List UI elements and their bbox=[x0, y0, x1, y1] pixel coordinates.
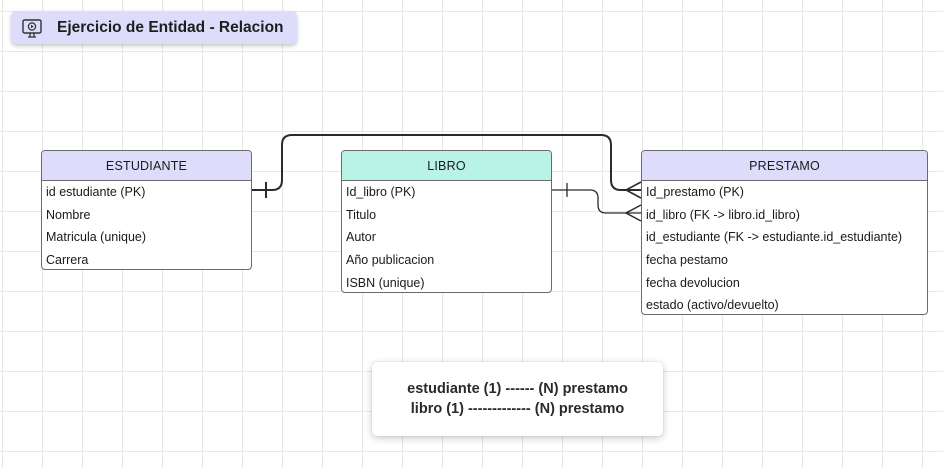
entity-libro[interactable]: LIBRO Id_libro (PK) Titulo Autor Año pub… bbox=[341, 150, 552, 293]
entity-libro-header: LIBRO bbox=[342, 151, 551, 181]
entity-prestamo[interactable]: PRESTAMO Id_prestamo (PK) id_libro (FK -… bbox=[641, 150, 928, 315]
attribute-row: id_estudiante (FK -> estudiante.id_estud… bbox=[646, 230, 903, 245]
entity-prestamo-header: PRESTAMO bbox=[642, 151, 927, 181]
entity-estudiante[interactable]: ESTUDIANTE id estudiante (PK) Nombre Mat… bbox=[41, 150, 252, 270]
many-marker bbox=[624, 181, 642, 199]
diagram-title[interactable]: Ejercicio de Entidad - Relacion bbox=[11, 11, 297, 44]
attribute-row: ISBN (unique) bbox=[346, 275, 425, 290]
many-marker bbox=[624, 204, 642, 222]
attribute-row: fecha devolucion bbox=[646, 275, 740, 290]
diagram-title-label: Ejercicio de Entidad - Relacion bbox=[57, 18, 284, 36]
cardinality-note[interactable]: estudiante (1) ------ (N) prestamo libro… bbox=[372, 362, 663, 436]
attribute-row: Nombre bbox=[46, 207, 91, 222]
attribute-row: Matricula (unique) bbox=[46, 230, 147, 245]
monitor-icon bbox=[21, 17, 43, 39]
attribute-row: Id_libro (PK) bbox=[346, 185, 416, 199]
note-line: libro (1) ------------- (N) prestamo bbox=[410, 401, 625, 417]
attribute-row: Carrera bbox=[46, 253, 89, 268]
attribute-row: id_libro (FK -> libro.id_libro) bbox=[646, 207, 800, 222]
entity-estudiante-header: ESTUDIANTE bbox=[42, 151, 251, 181]
note-line: estudiante (1) ------ (N) prestamo bbox=[407, 381, 628, 397]
attribute-row: Autor bbox=[346, 230, 376, 245]
relationship-libro-prestamo[interactable] bbox=[552, 183, 642, 222]
attribute-row: Titulo bbox=[346, 207, 377, 222]
attribute-row: id estudiante (PK) bbox=[46, 185, 146, 199]
attribute-row: Id_prestamo (PK) bbox=[646, 185, 744, 199]
attribute-row: fecha pestamo bbox=[646, 253, 728, 268]
attribute-row: Año publicacion bbox=[346, 253, 435, 268]
attribute-row: estado (activo/devuelto) bbox=[646, 298, 779, 313]
